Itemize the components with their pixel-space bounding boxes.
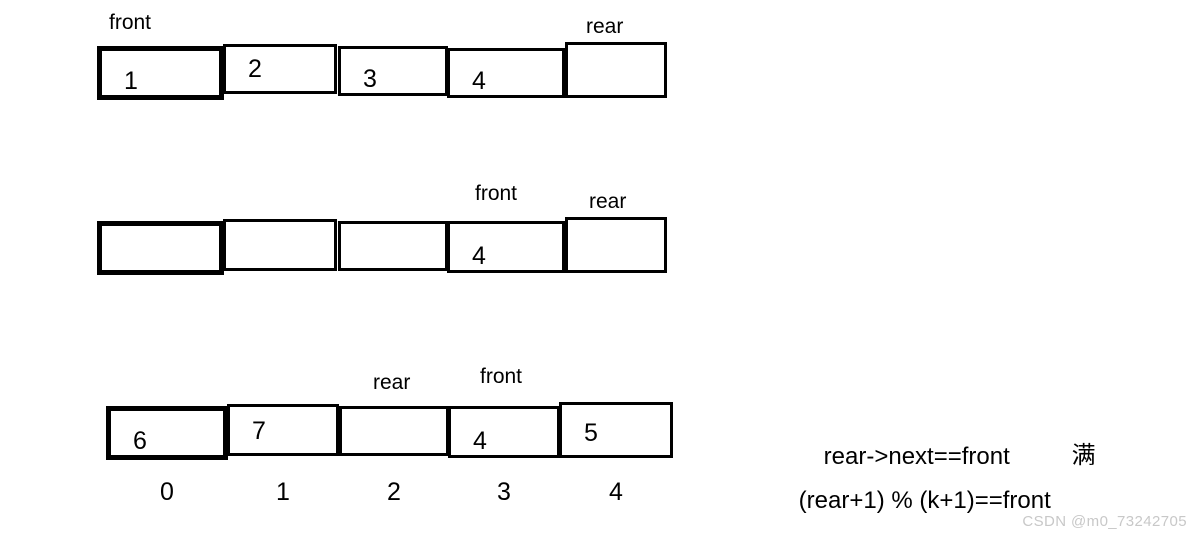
formula-line-1: rear->next==front (797, 421, 1010, 493)
queue-cell: 4 (448, 406, 560, 458)
queue-index-labels-row-3: 0 1 2 3 4 (106, 480, 686, 510)
pointer-label-rear-row-1: rear (586, 15, 624, 38)
queue-cells-row-3: 6 7 4 5 (106, 402, 686, 464)
annotation-text: 满 (1071, 442, 1096, 469)
queue-cell: 4 (447, 48, 565, 98)
queue-row-1: front rear 1 2 3 4 (97, 11, 677, 100)
cell-value: 4 (472, 67, 486, 95)
cell-value: 2 (248, 55, 262, 83)
queue-cell: 7 (227, 404, 339, 456)
queue-cell (97, 221, 224, 275)
queue-cell: 6 (106, 406, 228, 460)
pointer-label-rear-row-2: rear (589, 190, 627, 213)
queue-cell: 2 (223, 44, 337, 94)
queue-cell: 1 (97, 46, 224, 100)
csdn-watermark: CSDN @m0_73242705 (1022, 513, 1187, 530)
queue-cells-row-2: 4 (97, 217, 677, 279)
formula-line-2: (rear+1) % (k+1)==front (772, 465, 1051, 537)
formula-annotation-full: 满 (1045, 420, 1096, 492)
formula-expression-2: (rear+1) % (k+1)==front (798, 487, 1051, 514)
index-label: 0 (160, 478, 174, 506)
index-label: 3 (497, 478, 511, 506)
queue-cell (338, 221, 448, 271)
cell-value: 6 (133, 427, 147, 455)
cell-value: 4 (472, 242, 486, 270)
index-label: 2 (387, 478, 401, 506)
formula-expression-1: rear->next==front (823, 443, 1010, 470)
queue-cells-row-1: 1 2 3 4 (97, 42, 677, 104)
pointer-label-front-row-3: front (480, 365, 523, 388)
pointer-label-front-row-1: front (109, 11, 152, 34)
queue-cell (339, 406, 449, 456)
queue-cell: 3 (338, 46, 448, 96)
pointer-label-rear-row-3: rear (373, 371, 411, 394)
queue-cell (223, 219, 337, 271)
queue-cell: 4 (447, 221, 565, 273)
cell-value: 5 (584, 419, 598, 447)
cell-value: 3 (363, 65, 377, 93)
index-label: 1 (276, 478, 290, 506)
queue-cell: 5 (559, 402, 673, 458)
pointer-label-front-row-2: front (475, 182, 518, 205)
queue-cell (565, 42, 667, 98)
cell-value: 4 (473, 427, 487, 455)
queue-row-2: front rear 4 (97, 182, 677, 275)
cell-value: 7 (252, 417, 266, 445)
queue-cell (565, 217, 667, 273)
cell-value: 1 (124, 67, 138, 95)
index-label: 4 (609, 478, 623, 506)
queue-row-3: rear front 6 7 4 5 0 1 2 3 4 (106, 365, 686, 505)
